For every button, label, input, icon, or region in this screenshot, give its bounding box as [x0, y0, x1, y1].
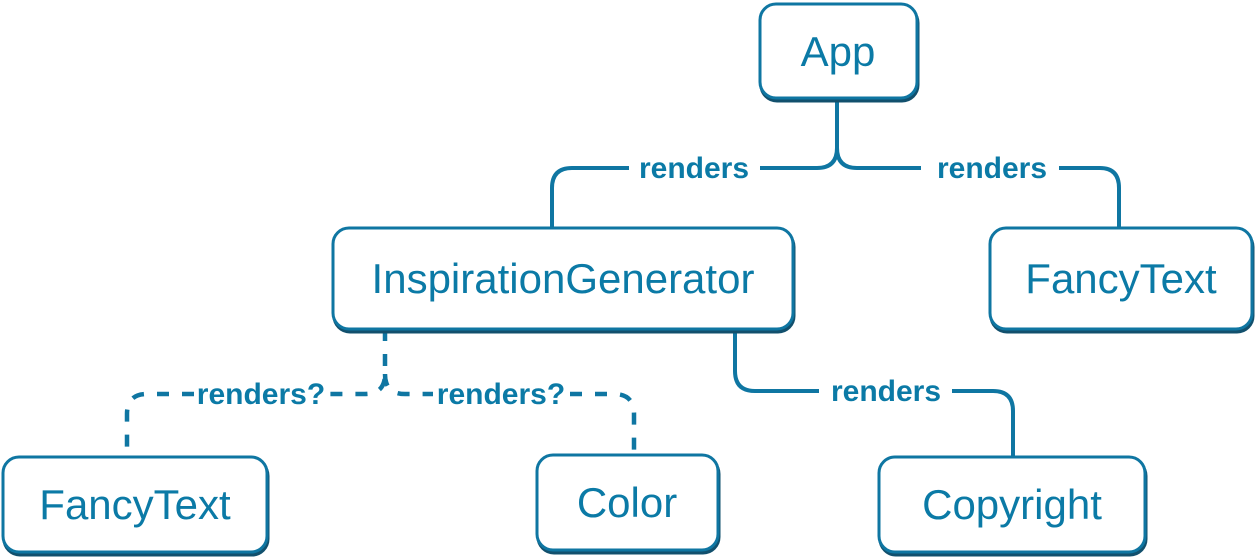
edge-segment	[328, 329, 388, 397]
node-copyright: Copyright	[877, 455, 1147, 554]
node-label: App	[801, 28, 876, 75]
edge-app-renders-inspiration-generator: renders	[550, 98, 839, 228]
edge-segment	[835, 147, 921, 170]
edge-inspiration-generator-renders-color: renders?	[382, 373, 637, 455]
edge-inspiration-generator-renders-copyright: renders	[733, 329, 1015, 457]
node-inspiration-generator: InspirationGenerator	[331, 226, 795, 331]
node-label: Color	[577, 479, 677, 526]
edge-segment	[124, 391, 194, 457]
node-box	[988, 226, 1254, 331]
edge-segment	[570, 391, 637, 455]
node-box	[331, 226, 795, 331]
edge-app-renders-fancy-text: renders	[835, 147, 1121, 228]
edge-segment	[1059, 166, 1121, 228]
node-app: App	[758, 2, 919, 100]
edge-segment	[733, 329, 819, 393]
node-label: InspirationGenerator	[372, 255, 755, 302]
edge-segment	[760, 98, 839, 170]
edge-label-renders-questioned: renders?	[197, 378, 325, 411]
edge-segment	[952, 389, 1015, 457]
node-fancy-text-top: FancyText	[988, 226, 1254, 331]
node-box	[758, 2, 919, 100]
node-box	[877, 455, 1147, 554]
node-label: FancyText	[39, 481, 231, 528]
edge-label-renders-questioned: renders?	[437, 378, 565, 411]
edge-segment	[550, 166, 629, 228]
node-label: Copyright	[922, 481, 1102, 528]
edge-label-renders: renders	[937, 152, 1047, 185]
edge-label-renders: renders	[831, 375, 941, 408]
edge-segment	[382, 373, 433, 397]
node-fancy-text-bottom: FancyText	[1, 455, 269, 554]
edge-label-renders: renders	[639, 152, 749, 185]
node-color: Color	[535, 453, 720, 552]
edge-inspiration-generator-renders-fancy-text: renders?	[124, 329, 388, 457]
node-box	[535, 453, 720, 552]
node-box	[1, 455, 269, 554]
node-label: FancyText	[1025, 255, 1217, 302]
